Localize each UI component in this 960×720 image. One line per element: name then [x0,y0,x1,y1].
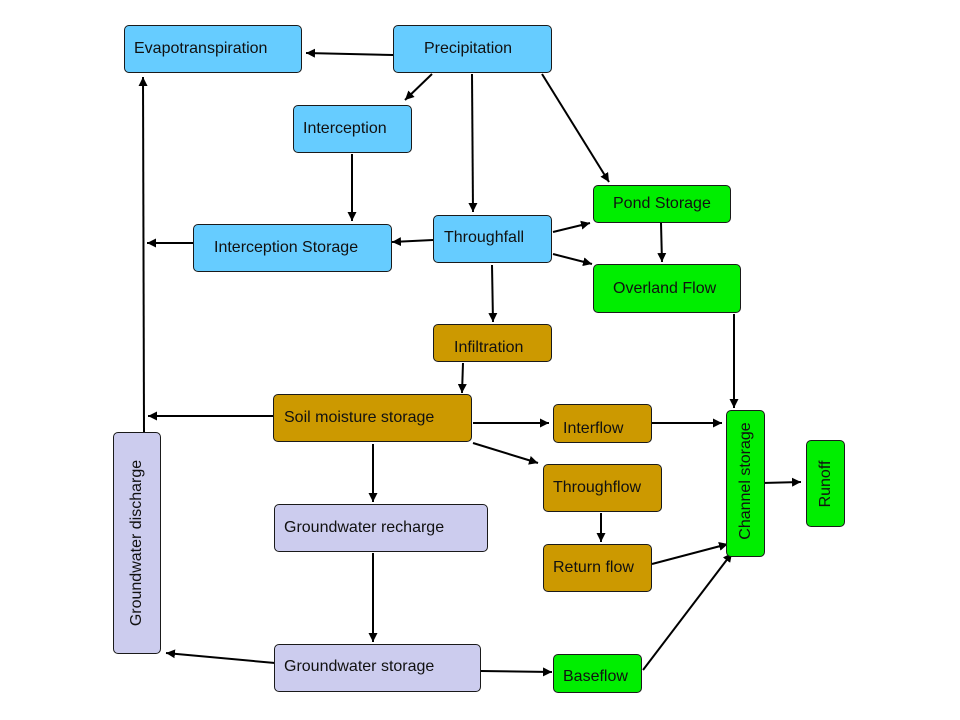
node-interflow: Interflow [553,404,652,443]
arrow-channel-storage-to-runoff [759,477,802,487]
node-precipitation: Precipitation [393,25,552,73]
runoff-label: Runoff [816,460,834,507]
node-evapotranspiration: Evapotranspiration [124,25,302,73]
node-groundwater-storage: Groundwater storage [274,644,481,692]
groundwater-recharge-label: Groundwater recharge [284,519,445,536]
arrow-baseflow-to-channel-storage [642,552,733,671]
pond-storage-label: Pond Storage [613,195,711,212]
arrow-throughfall-to-overland-flow [552,253,593,267]
overland-flow-label: Overland Flow [613,279,717,297]
groundwater-storage-label: Groundwater storage [284,658,435,675]
node-runoff: Runoff [806,440,845,527]
baseflow-label: Baseflow [563,668,628,685]
node-interception: Interception [293,105,412,153]
node-throughfall: Throughfall [433,215,552,263]
arrow-groundwater-storage-to-discharge [165,649,276,664]
interception-label: Interception [303,120,387,137]
arrow-infiltration-to-soil-moisture [457,362,467,394]
return-flow-label: Return flow [553,559,634,576]
arrow-return-flow-to-channel-storage [651,541,729,565]
soil-moisture-storage-label: Soil moisture storage [284,409,435,426]
arrow-soil-moisture-to-throughflow [472,442,539,465]
interception-storage-label: Interception Storage [214,239,359,256]
throughfall-label: Throughfall [444,229,525,246]
groundwater-discharge-label: Groundwater discharge [128,459,145,627]
evapotranspiration-label: Evapotranspiration [134,40,268,57]
arrow-precipitation-to-pond-storage [541,73,610,183]
interflow-label: Interflow [563,420,624,437]
arrow-groundwater-storage-to-baseflow [480,667,553,677]
arrow-precipitation-to-evapotranspiration [305,48,394,58]
node-return-flow: Return flow [543,544,652,592]
throughflow-label: Throughflow [553,479,642,496]
arrow-throughfall-to-infiltration [488,264,498,323]
node-channel-storage: Channel storage [726,410,765,557]
node-pond-storage: Pond Storage [593,185,731,223]
infiltration-label: Infiltration [454,339,524,356]
arrow-throughfall-to-interception-storage [391,237,434,247]
arrow-discharge-to-evapotranspiration [138,76,148,433]
precipitation-label: Precipitation [424,40,513,57]
node-throughflow: Throughflow [543,464,662,512]
arrow-pond-storage-to-overland-flow [657,222,667,263]
arrow-precipitation-to-throughfall [468,73,478,213]
node-soil-moisture-storage: Soil moisture storage [273,394,472,442]
arrow-precipitation-to-interception [404,73,433,101]
node-groundwater-recharge: Groundwater recharge [274,504,488,552]
node-baseflow: Baseflow [553,654,642,693]
node-infiltration: Infiltration [433,324,552,362]
channel-storage-label: Channel storage [736,421,754,540]
node-groundwater-discharge: Groundwater discharge [113,432,161,654]
node-interception-storage: Interception Storage [193,224,392,272]
node-overland-flow: Overland Flow [593,264,741,313]
arrow-throughfall-to-pond-storage [552,220,591,233]
